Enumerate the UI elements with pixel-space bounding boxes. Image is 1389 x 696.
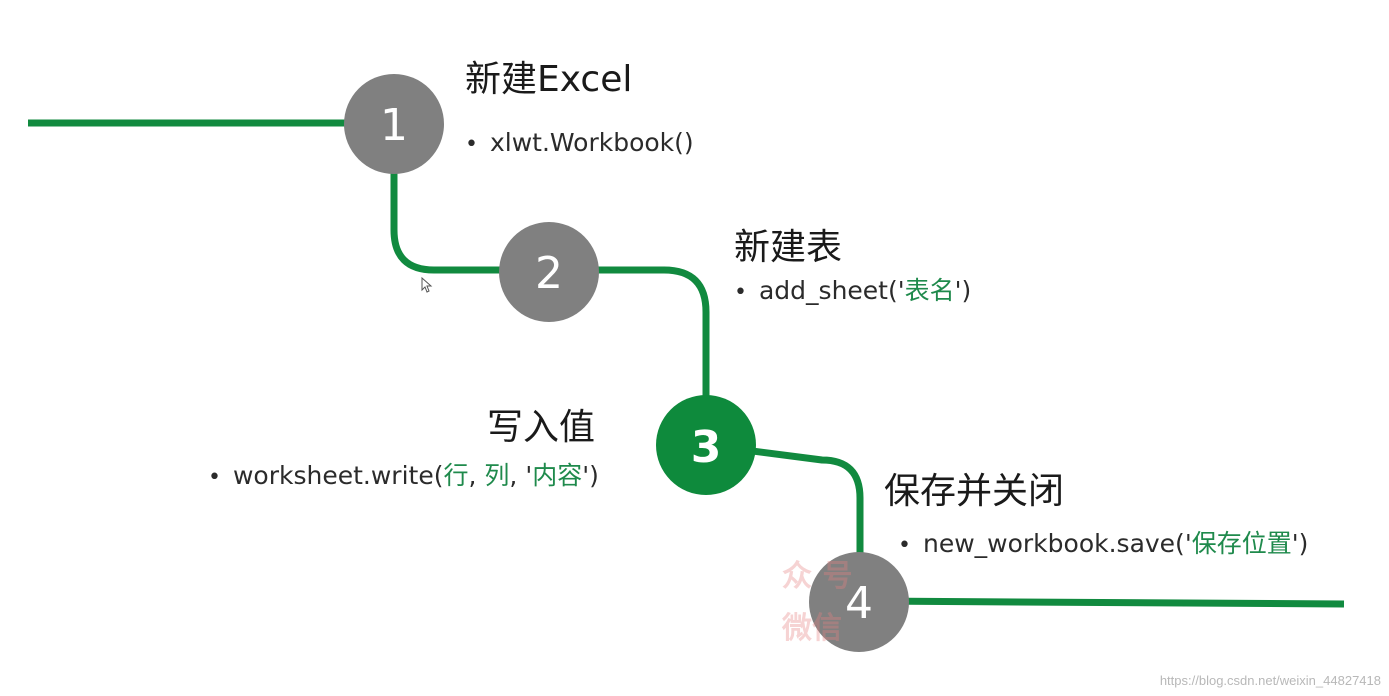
step-2-code-arg: 表名 <box>904 276 955 305</box>
step-3-code-prefix: worksheet.write( <box>232 461 444 490</box>
step-number-3: 3 <box>691 422 722 473</box>
step-node-4: 4 <box>809 552 909 652</box>
step-4-title: 保存并关闭 <box>884 471 1065 512</box>
bullet-icon: • <box>465 132 478 157</box>
flow-connector <box>28 119 1345 608</box>
step-node-3: 3 <box>656 395 756 495</box>
step-2-code-prefix: add_sheet(' <box>758 276 905 305</box>
step-3-title: 写入值 <box>487 407 596 448</box>
stamp-bottom: 微信 <box>782 611 842 646</box>
step-4-code-arg: 保存位置 <box>1191 529 1292 558</box>
stamp-top: 众 号 <box>782 559 853 594</box>
step-number-2: 2 <box>535 248 563 299</box>
step-number-1: 1 <box>380 100 408 151</box>
step-3-arg-row: 行 <box>443 461 469 490</box>
bullet-icon: • <box>208 465 221 490</box>
step-4-code: • new_workbook.save('保存位置') <box>898 531 1308 557</box>
step-3-arg-content: 内容 <box>532 461 583 490</box>
step-1-title: 新建Excel <box>465 59 633 100</box>
watermark: https://blog.csdn.net/weixin_44827418 <box>1159 673 1381 688</box>
step-4-code-suffix: ') <box>1291 529 1309 558</box>
step-2-code-suffix: ') <box>954 276 972 305</box>
step-1-code: • xlwt.Workbook() <box>465 130 694 156</box>
step-3-code: • worksheet.write(行, 列, '内容') <box>208 463 599 489</box>
step-3-sep-1: , <box>468 461 485 490</box>
step-3-sep-2: , ' <box>509 461 533 490</box>
step-1-code-text: xlwt.Workbook() <box>489 128 694 157</box>
cursor-icon <box>421 276 433 293</box>
step-node-2: 2 <box>499 222 599 322</box>
step-number-4: 4 <box>845 578 873 629</box>
step-2-title: 新建表 <box>734 227 843 268</box>
bullet-icon: • <box>734 280 747 305</box>
step-2-code: • add_sheet('表名') <box>734 278 971 304</box>
step-3-code-suffix: ') <box>582 461 599 490</box>
step-node-1: 1 <box>344 74 444 174</box>
step-3-arg-col: 列 <box>484 461 510 490</box>
bullet-icon: • <box>898 533 911 558</box>
step-4-code-prefix: new_workbook.save(' <box>922 529 1192 558</box>
